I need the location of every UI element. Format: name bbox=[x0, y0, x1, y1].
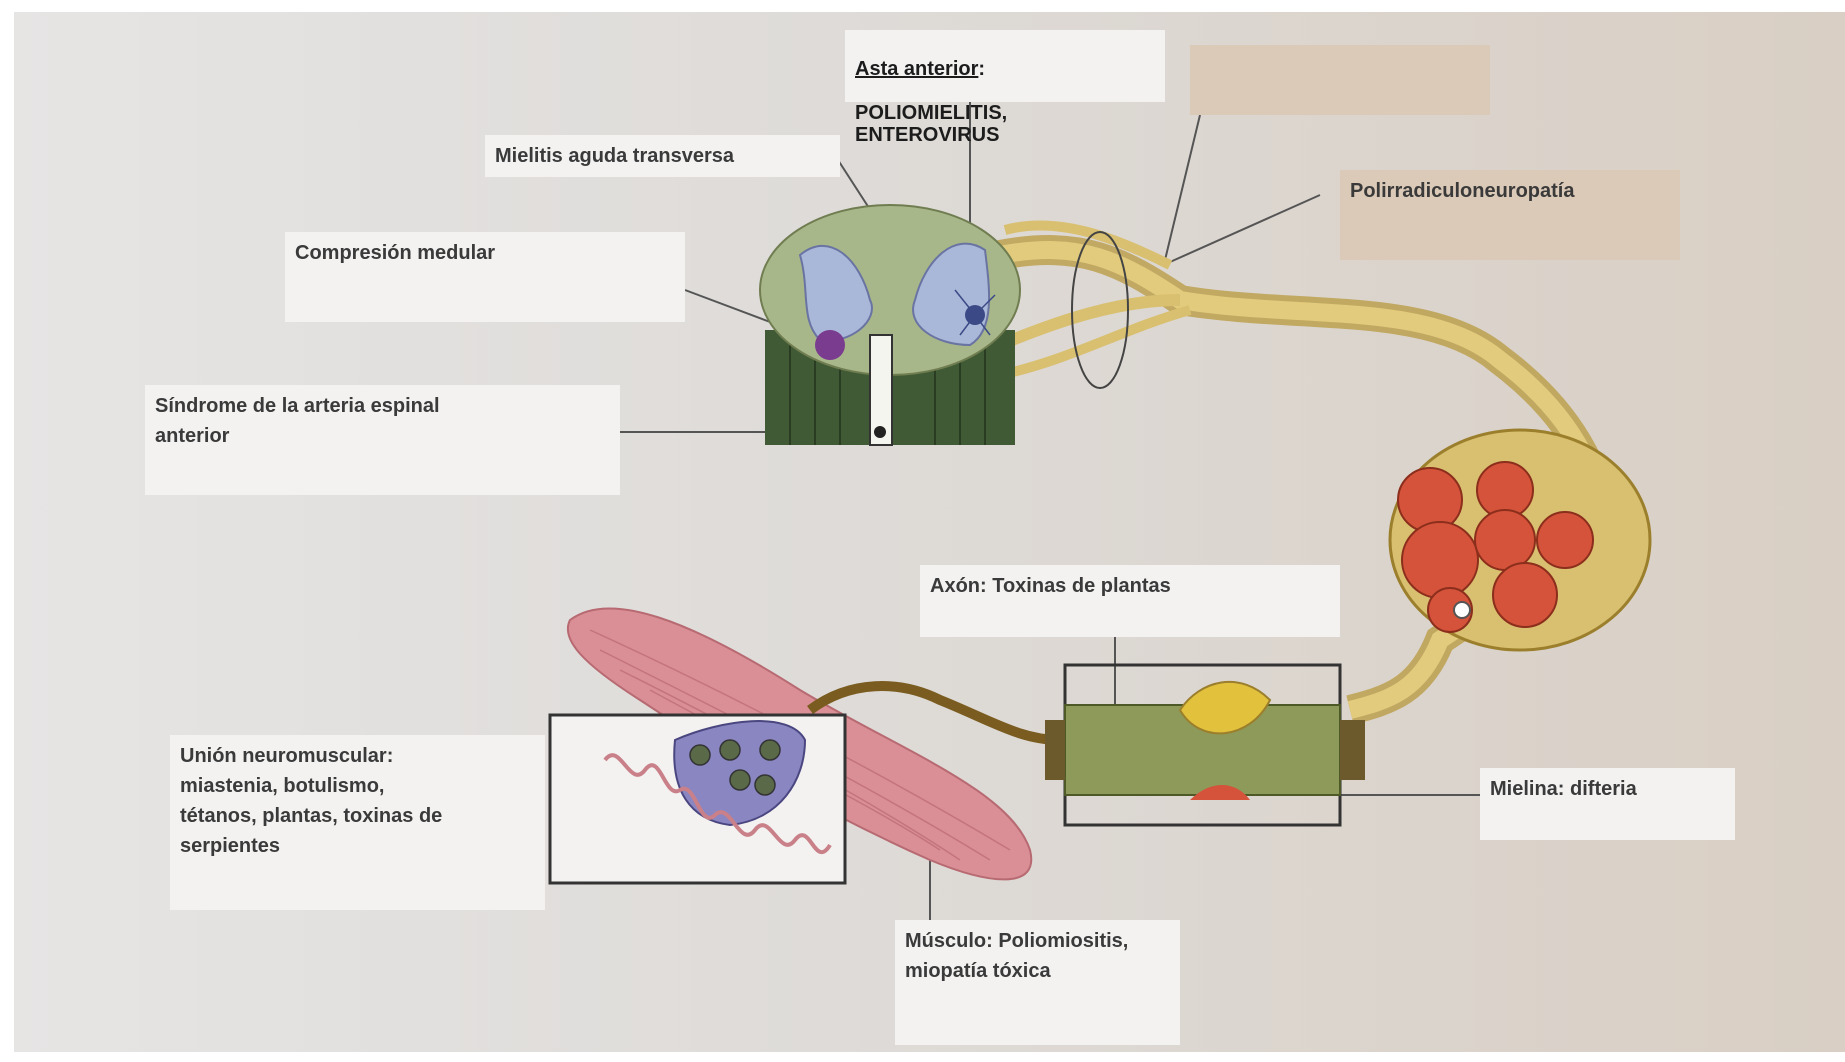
label-asta-anterior-head: Asta anterior bbox=[855, 58, 978, 80]
neuromuscular-junction-box bbox=[550, 715, 845, 883]
blank-label-box bbox=[1190, 45, 1490, 115]
label-union-neuromuscular: Unión neuromuscular: miastenia, botulism… bbox=[170, 735, 545, 910]
leader-top-box bbox=[1165, 115, 1200, 260]
label-musculo: Músculo: Poliomiositis, miopatía tóxica bbox=[895, 920, 1180, 1045]
spinal-cord-cross-section bbox=[760, 205, 1020, 445]
label-polirradiculo: Polirradiculoneuropatía bbox=[1340, 170, 1680, 260]
node-of-ranvier-box bbox=[1045, 665, 1365, 825]
label-mielitis: Mielitis aguda transversa bbox=[485, 135, 840, 177]
label-compresion: Compresión medular bbox=[285, 232, 685, 322]
leader-polirradiculo bbox=[1170, 195, 1320, 262]
label-axon: Axón: Toxinas de plantas bbox=[920, 565, 1340, 637]
leader-compresion bbox=[685, 290, 770, 322]
label-sindrome: Síndrome de la arteria espinal anterior bbox=[145, 385, 620, 495]
label-asta-anterior-body: POLIOMIELITIS, ENTEROVIRUS bbox=[855, 102, 1007, 146]
label-asta-anterior-colon: : bbox=[978, 58, 985, 80]
nerve-cross-section bbox=[1390, 430, 1650, 650]
label-mielina: Mielina: difteria bbox=[1480, 768, 1735, 840]
label-asta-anterior: Asta anterior: POLIOMIELITIS, ENTEROVIRU… bbox=[845, 30, 1165, 102]
